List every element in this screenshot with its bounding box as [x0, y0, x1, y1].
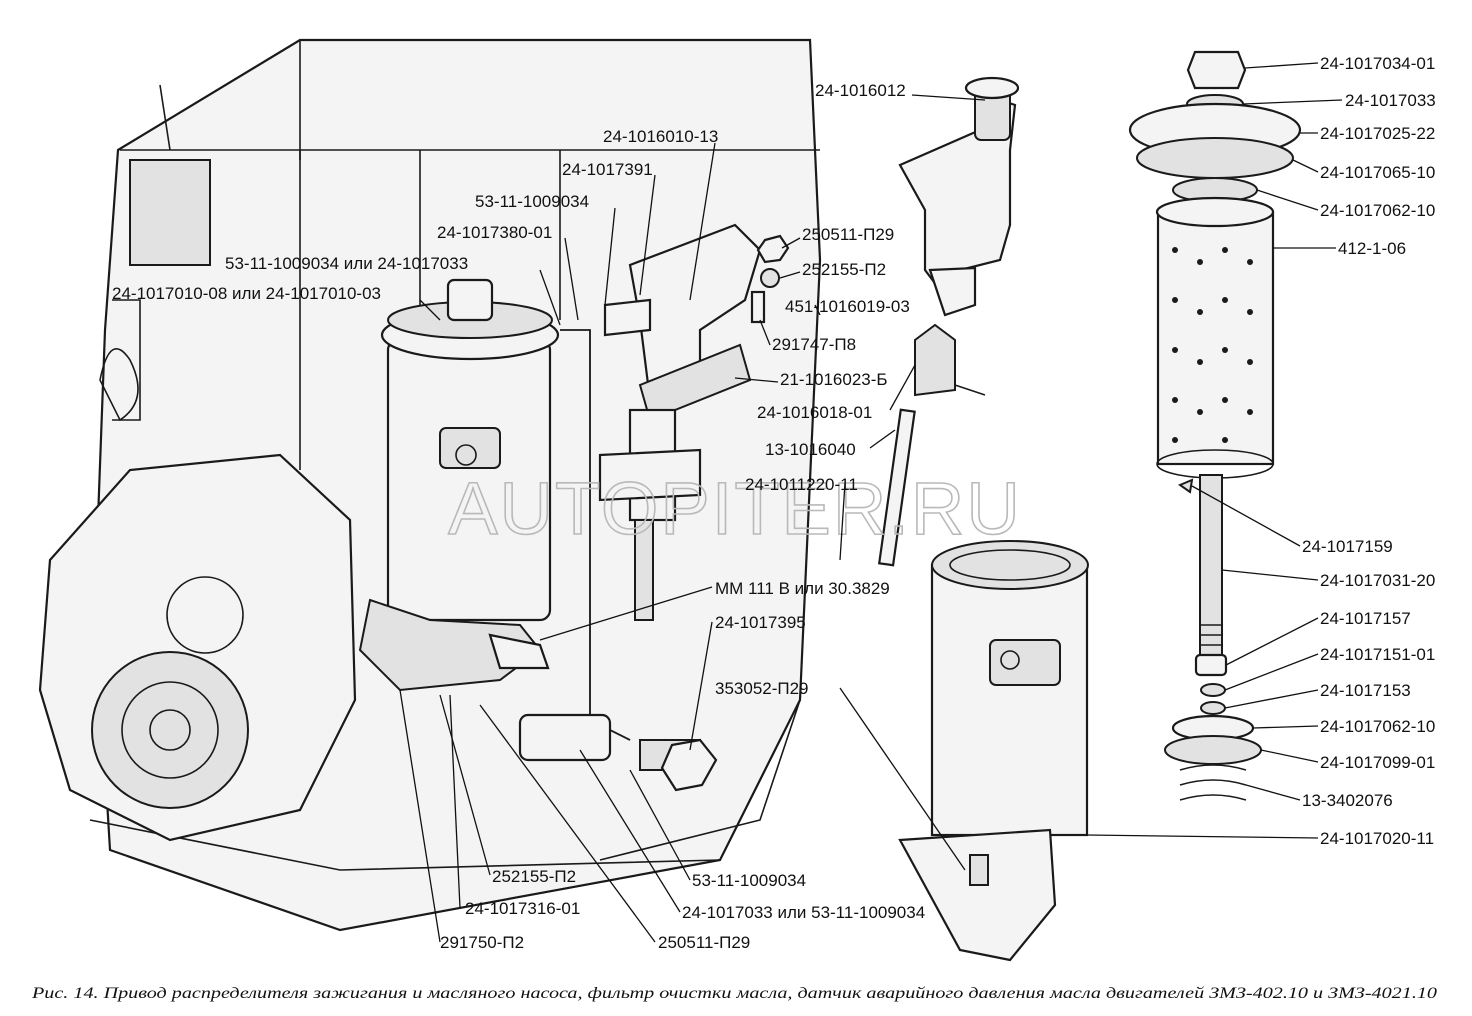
part-label: 24-1017065-10: [1320, 163, 1435, 182]
part-label: 24-1017034-01: [1320, 54, 1435, 73]
figure-caption: Рис. 14. Привод распределителя зажигания…: [31, 985, 1437, 1002]
leader-lines: [399, 62, 1343, 943]
part-label: 24-1017062-10: [1320, 201, 1435, 220]
part-label: 353052-П29: [715, 679, 809, 698]
filter-perforations: [1172, 247, 1253, 443]
part-label: 291747-П8: [772, 335, 856, 354]
part-label: 24-1017020-11: [1320, 829, 1434, 848]
part-label: 13-3402076: [1302, 791, 1393, 810]
part-label: 24-1017157: [1320, 609, 1411, 628]
part-label: 53-11-1009034 или 24-1017033: [225, 254, 468, 273]
part-label: 24-1017010-08 или 24-1017010-03: [112, 284, 381, 303]
part-label: 250511-П29: [802, 225, 894, 244]
part-labels: 24-1016012 24-1016010-13 24-1017391 53-1…: [112, 54, 1436, 952]
part-label: 53-11-1009034: [475, 192, 589, 211]
part-label: 24-1017099-01: [1320, 753, 1435, 772]
oil-filter-assembled-drawing: [358, 278, 560, 692]
part-label: 24-1017153: [1320, 681, 1411, 700]
part-label: 24-1017151-01: [1320, 645, 1435, 664]
filter-element-stack-drawing: [1128, 50, 1302, 801]
watermark: AUTOPITER.RU: [448, 467, 1022, 550]
part-label: 24-1017033 или 53-11-1009034: [682, 903, 925, 922]
part-label: 252155-П2: [802, 260, 886, 279]
part-label: 24-1011220-11: [745, 475, 858, 494]
part-label: 412-1-06: [1338, 239, 1406, 258]
part-label: 24-1017391: [562, 160, 653, 179]
part-label: 24-1017380-01: [437, 223, 552, 242]
fasteners-drawing: [750, 234, 986, 567]
part-label: 24-1017062-10: [1320, 717, 1435, 736]
drive-housing-drawing: [598, 223, 762, 621]
part-label: 24-1017031-20: [1320, 571, 1435, 590]
part-label: 21-1016023-Б: [780, 370, 888, 389]
part-label: 252155-П2: [492, 867, 576, 886]
part-label: 24-1017395: [715, 613, 806, 632]
oil-pipe-drawing: [518, 329, 718, 792]
part-label: 250511-П29: [658, 933, 750, 952]
oil-pump-drawing: [898, 76, 1020, 317]
timing-cover-drawing: [38, 453, 357, 842]
part-label: 24-1017033: [1345, 91, 1436, 110]
part-label: 24-1016012: [815, 81, 906, 100]
filter-housing-drawing: [898, 540, 1089, 962]
part-label: 24-1017025-22: [1320, 124, 1435, 143]
part-label: 24-1017159: [1302, 537, 1393, 556]
part-label: 24-1016018-01: [757, 403, 872, 422]
part-label: 13-1016040: [765, 440, 856, 459]
part-label: 291750-П2: [440, 933, 524, 952]
part-label: ММ 111 В или 30.3829: [715, 579, 890, 598]
part-label: 451-1016019-03: [785, 297, 910, 316]
part-label: 53-11-1009034: [692, 871, 806, 890]
part-label: 24-1017316-01: [465, 899, 580, 918]
part-label: 24-1016010-13: [603, 127, 718, 146]
